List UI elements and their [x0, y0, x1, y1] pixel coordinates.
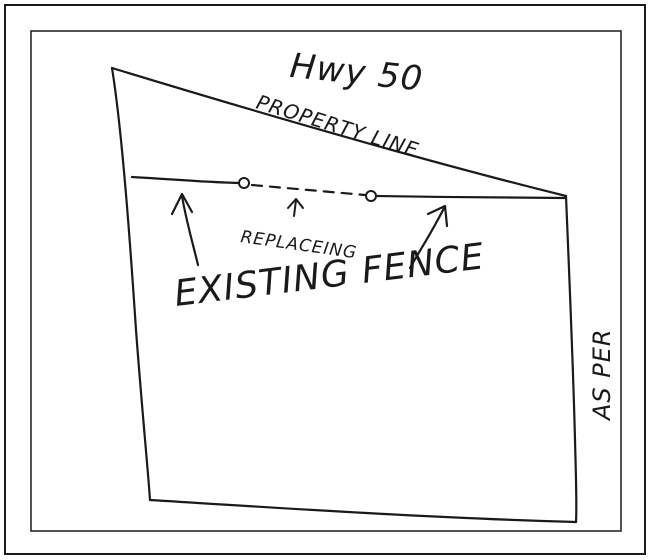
- right-boundary: [564, 194, 578, 524]
- existing-fence-left: [130, 175, 240, 185]
- side-label: AS PER: [588, 328, 616, 422]
- existing-fence-right: [375, 194, 568, 200]
- drawing-frame: [30, 30, 622, 532]
- arrow-existing-left: [170, 192, 200, 267]
- property-line: [110, 66, 568, 198]
- arrow-replacing: [287, 198, 304, 217]
- left-boundary: [110, 66, 152, 502]
- road-label: Hwy 50: [288, 46, 425, 100]
- fence-post-right: [365, 190, 377, 202]
- arrow-existing-right: [408, 204, 449, 270]
- page-border: [4, 4, 646, 555]
- replacement-section: [250, 183, 367, 197]
- fence-post-left: [238, 177, 250, 189]
- bottom-boundary: [148, 498, 578, 524]
- property-line-label: PROPERTY LINE: [254, 90, 422, 162]
